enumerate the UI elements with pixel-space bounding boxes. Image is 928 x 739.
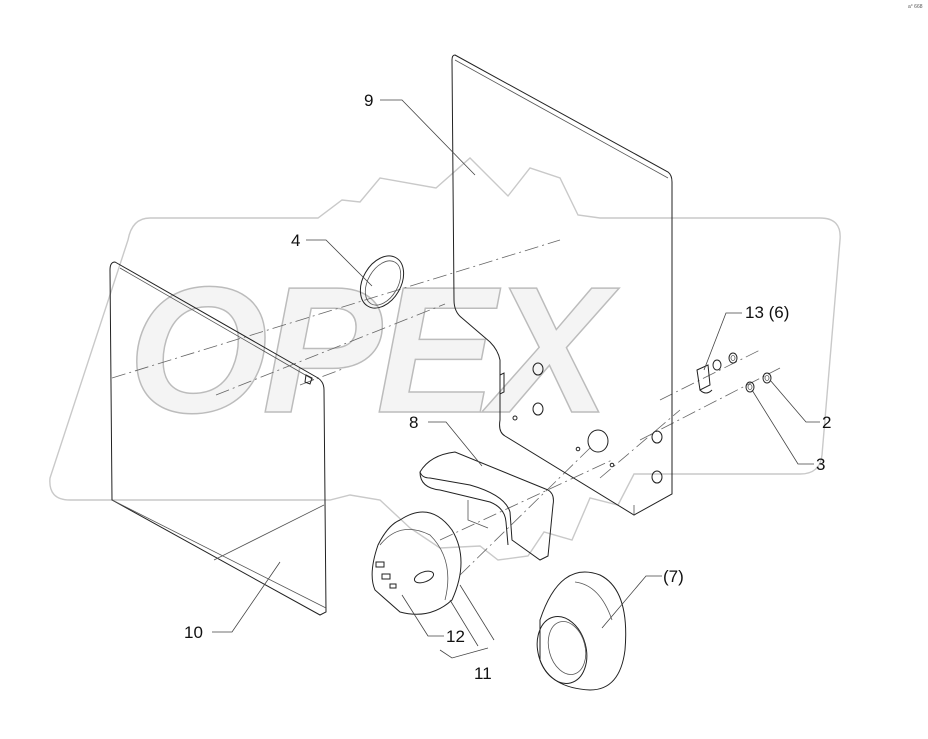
corner-mark: a° 668 bbox=[908, 4, 923, 10]
part-labels: 9 4 13 (6) 8 2 3 (7) 10 12 11 a° 668 bbox=[184, 4, 923, 683]
watermark-logo: OPEX bbox=[49, 157, 841, 561]
label-part-3: 3 bbox=[816, 455, 825, 474]
part-9-bracket-panel bbox=[451, 54, 673, 516]
watermark-text: OPEX bbox=[128, 250, 620, 451]
part-10-plate bbox=[109, 261, 327, 616]
label-part-7: (7) bbox=[663, 567, 684, 586]
assembly-axis-lines bbox=[111, 239, 781, 576]
part-2-3-washers bbox=[712, 352, 772, 393]
label-part-9: 9 bbox=[364, 91, 373, 110]
label-part-11: 11 bbox=[474, 664, 492, 683]
part-4-cover-disc bbox=[359, 255, 405, 309]
plate-tab-icon bbox=[304, 374, 313, 385]
label-part-2: 2 bbox=[822, 413, 831, 432]
part-12-lamp bbox=[371, 511, 462, 615]
label-part-4: 4 bbox=[291, 231, 300, 250]
label-part-12: 12 bbox=[446, 627, 465, 646]
part-8-shield bbox=[419, 446, 615, 561]
label-part-13-6: 13 (6) bbox=[745, 303, 789, 322]
label-part-8: 8 bbox=[409, 413, 418, 432]
leader-lines bbox=[212, 99, 820, 659]
part-13-clip bbox=[696, 364, 713, 394]
label-part-10: 10 bbox=[184, 623, 203, 642]
lamp-marking-icon bbox=[375, 561, 385, 568]
part-7-dome-cover bbox=[536, 571, 627, 691]
